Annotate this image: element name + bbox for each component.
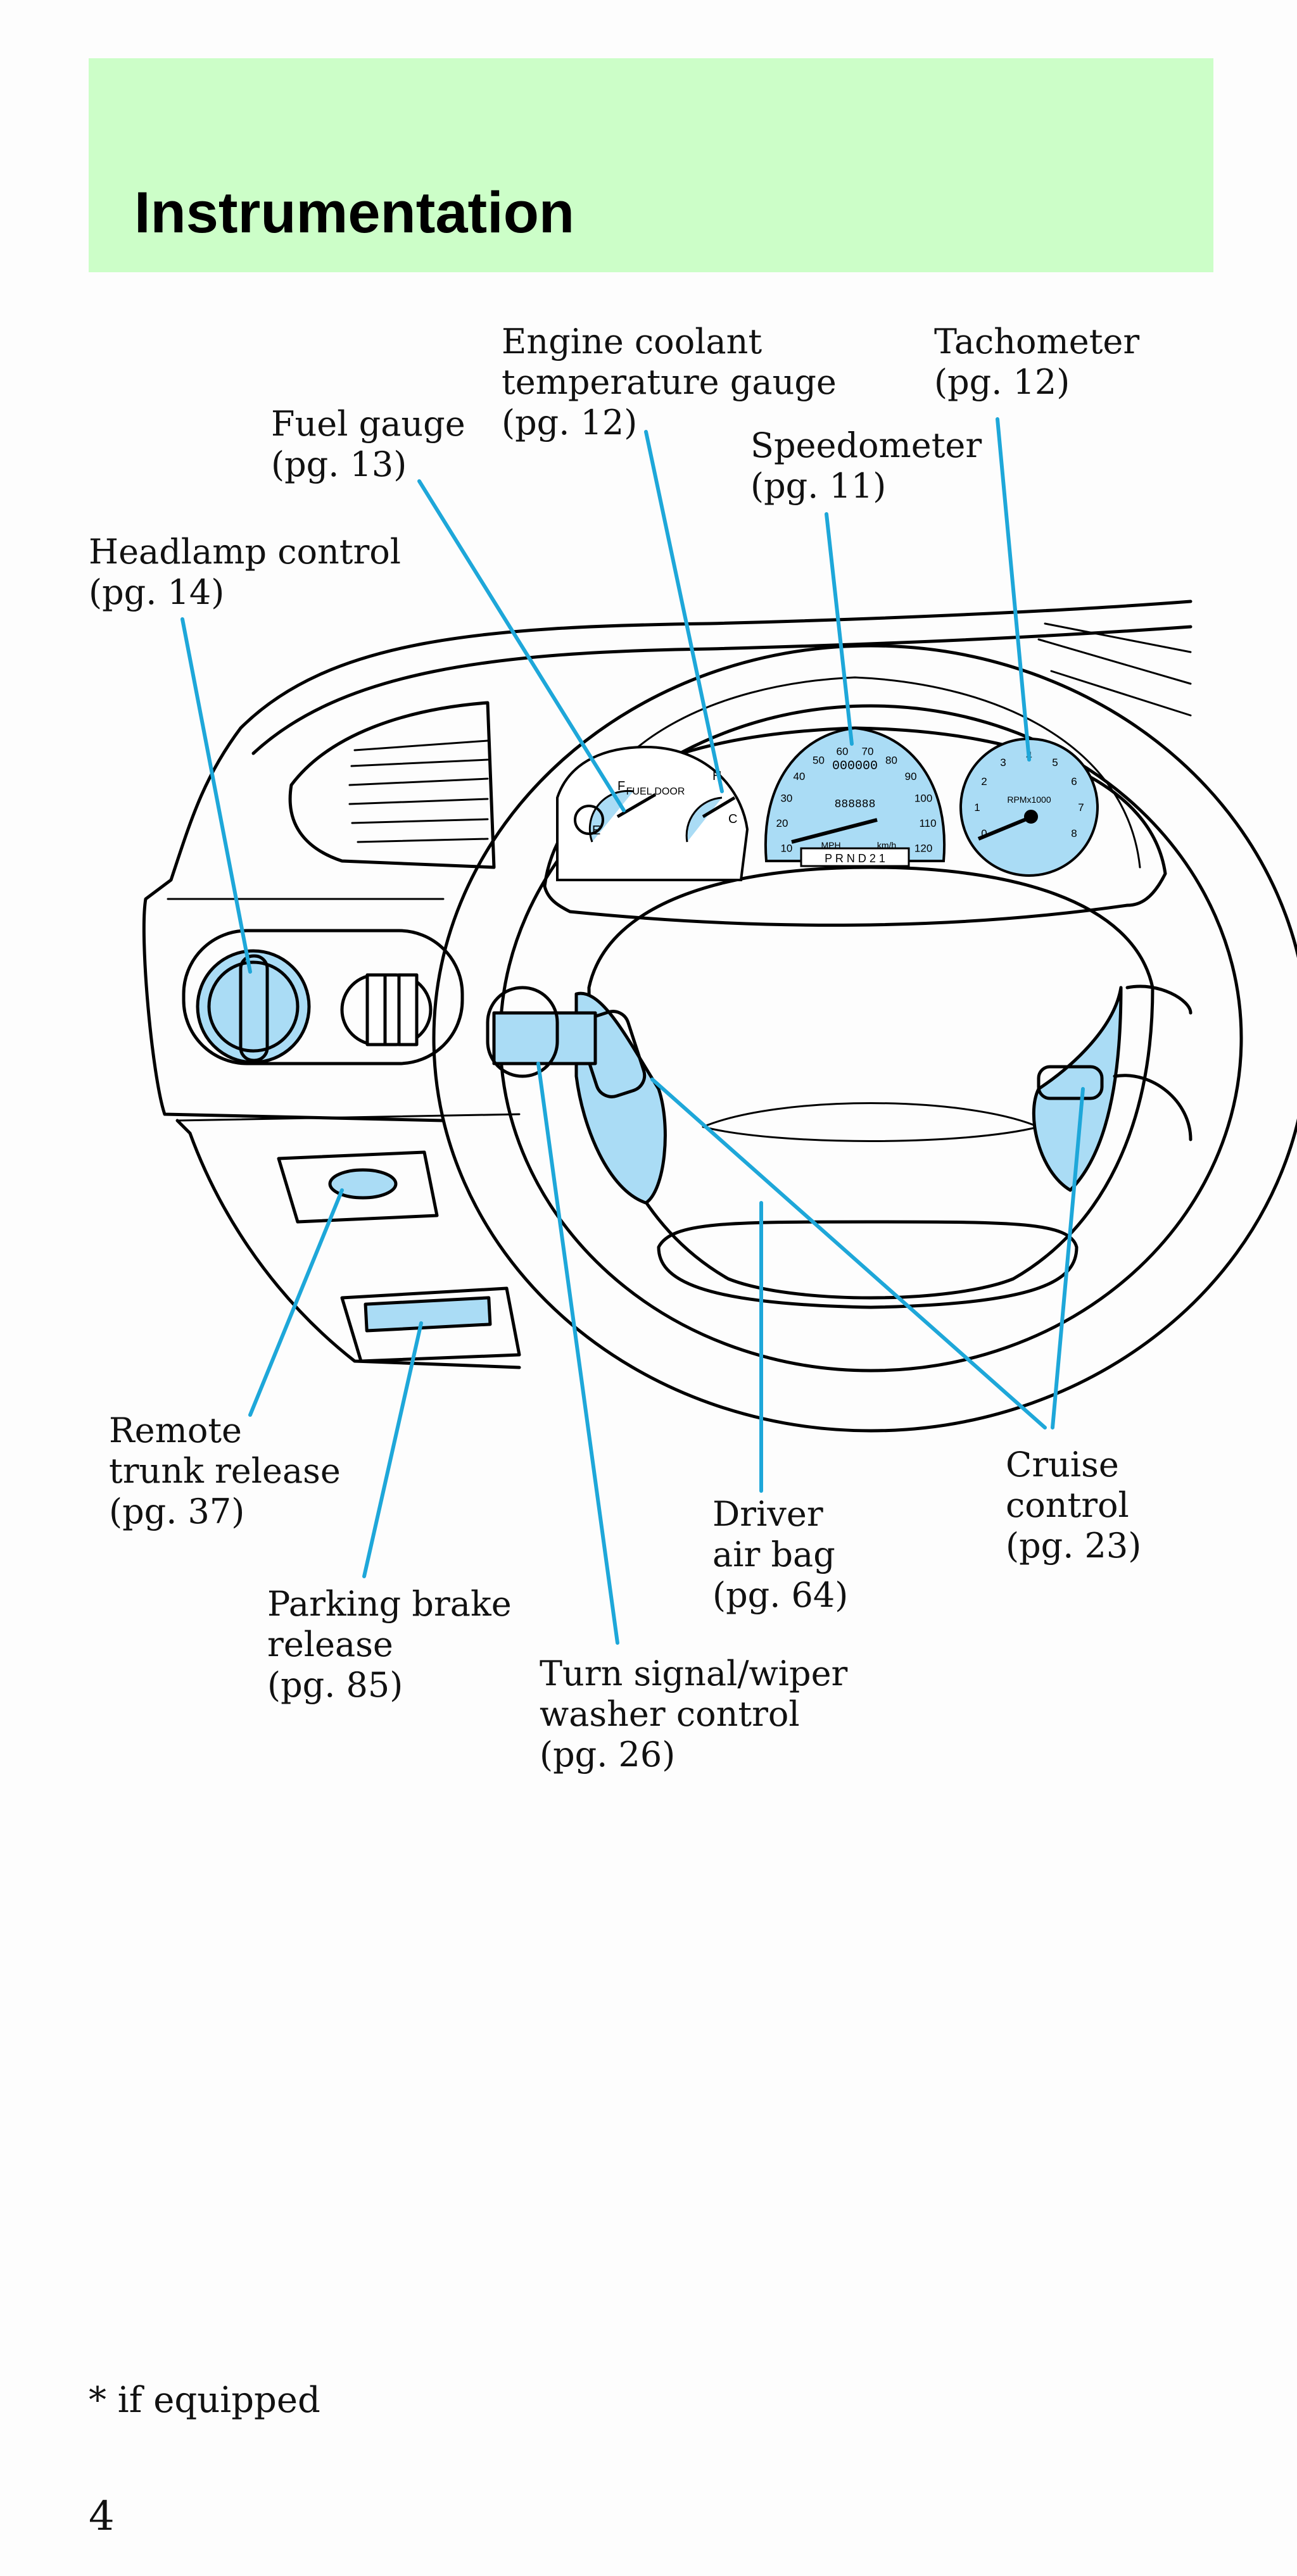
tachometer-label: RPMx1000 — [1007, 795, 1051, 805]
callout-line-cruise-left — [650, 1078, 1047, 1429]
tick-label: 60 — [837, 746, 849, 758]
callout-fuel-gauge-line1: Fuel gauge — [271, 404, 465, 444]
page-number: 4 — [89, 2493, 115, 2540]
callout-remote-trunk-line2: trunk release — [109, 1451, 341, 1491]
steering-wheel-rim-outer — [432, 644, 1297, 1433]
callout-tachometer-page: (pg. 12) — [934, 362, 1070, 402]
callout-headlamp-line1: Headlamp control — [89, 532, 402, 572]
callout-parking-brake: Parking brake release (pg. 85) — [267, 1584, 512, 1706]
tick-label: 2 — [981, 776, 987, 788]
callout-cruise-control: Cruise control (pg. 23) — [1006, 1445, 1141, 1566]
callout-engine-coolant: Engine coolant temperature gauge (pg. 12… — [502, 322, 837, 443]
callout-tachometer-line1: Tachometer — [934, 322, 1140, 361]
steering-wheel-hub — [587, 865, 1155, 1300]
callout-line-fuel-gauge — [417, 479, 626, 812]
tick-label: 1 — [974, 801, 980, 814]
tick-label: 20 — [776, 817, 788, 829]
tick-label: 100 — [914, 793, 932, 805]
fuel-temp-gauge — [556, 745, 749, 881]
fuel-empty-mark: E — [592, 824, 600, 838]
callout-driver-airbag: Driver air bag (pg. 64) — [712, 1494, 848, 1616]
parking-brake-pod — [340, 1286, 521, 1363]
tick-label: 80 — [885, 754, 897, 766]
tick-label: 90 — [905, 770, 917, 782]
fuel-door-label: FUEL DOOR — [626, 786, 685, 797]
callout-cruise-control-page: (pg. 23) — [1006, 1526, 1142, 1566]
callout-engine-coolant-line1: Engine coolant — [502, 322, 762, 361]
tick-label: 8 — [1071, 827, 1077, 839]
gear-selector-indicator: P R N D 2 1 — [825, 852, 885, 865]
callout-line-turn-signal — [536, 1062, 619, 1645]
dashboard-left-panel — [142, 726, 445, 1122]
callout-fuel-gauge: Fuel gauge (pg. 13) — [271, 404, 465, 485]
callout-headlamp: Headlamp control (pg. 14) — [89, 532, 401, 613]
callout-driver-airbag-page: (pg. 64) — [712, 1575, 849, 1615]
temp-cold-mark: C — [728, 812, 737, 826]
dashboard-top-outline — [239, 600, 1193, 730]
tick-label: 10 — [780, 842, 792, 854]
callout-engine-coolant-line2: temperature gauge — [502, 362, 837, 402]
callout-remote-trunk: Remote trunk release (pg. 37) — [109, 1411, 341, 1532]
tick-label: 30 — [780, 793, 792, 805]
tick-label: 5 — [1052, 757, 1058, 769]
callout-speedometer-page: (pg. 11) — [750, 466, 887, 506]
callout-turn-signal-line2: washer control — [540, 1694, 800, 1734]
section-header-band: Instrumentation — [89, 58, 1213, 272]
lower-dashboard — [175, 1119, 521, 1369]
callout-line-speedometer — [825, 512, 854, 746]
trunk-release-pod — [277, 1150, 439, 1224]
callout-engine-coolant-page: (pg. 12) — [502, 403, 638, 443]
speedometer-units-kmh: km/h — [877, 840, 896, 850]
callout-turn-signal: Turn signal/wiper washer control (pg. 26… — [540, 1654, 847, 1775]
tick-label: 7 — [1078, 801, 1084, 814]
callout-parking-brake-line1: Parking brake — [267, 1584, 512, 1624]
callout-parking-brake-line2: release — [267, 1624, 393, 1664]
footnote: * if equipped — [89, 2380, 320, 2421]
callout-cruise-control-line1: Cruise — [1006, 1445, 1119, 1485]
callout-turn-signal-line1: Turn signal/wiper — [540, 1654, 848, 1693]
tick-label: 70 — [862, 746, 874, 758]
callout-tachometer: Tachometer (pg. 12) — [934, 322, 1139, 403]
left-air-vent — [288, 701, 496, 869]
callout-driver-airbag-line2: air bag — [712, 1535, 835, 1574]
callout-speedometer-line1: Speedometer — [750, 425, 982, 465]
speedometer-odometer: 000000 — [832, 759, 878, 774]
tick-label: 120 — [914, 842, 932, 854]
callout-driver-airbag-line1: Driver — [712, 1494, 823, 1534]
turn-signal-stalk — [492, 1011, 597, 1065]
cruise-control-right-pad — [1032, 986, 1123, 1192]
callout-turn-signal-page: (pg. 26) — [540, 1735, 676, 1775]
callout-headlamp-page: (pg. 14) — [89, 572, 225, 612]
tick-label: 50 — [813, 754, 825, 766]
callout-remote-trunk-line1: Remote — [109, 1411, 242, 1450]
callout-cruise-control-line2: control — [1006, 1485, 1129, 1525]
callout-line-headlamp — [180, 617, 252, 974]
callout-line-parking-brake — [362, 1321, 423, 1578]
tick-label: 3 — [1000, 757, 1006, 769]
callout-line-remote-trunk — [248, 1188, 344, 1417]
callout-fuel-gauge-page: (pg. 13) — [271, 444, 407, 484]
airbag-cover-lower — [657, 1220, 1079, 1309]
tick-label: 40 — [793, 770, 805, 782]
tick-label: 6 — [1071, 776, 1077, 788]
tick-label: 110 — [919, 817, 936, 829]
callout-line-cruise-right — [1051, 1087, 1085, 1429]
callout-parking-brake-page: (pg. 85) — [267, 1665, 403, 1705]
tick-label: 0 — [981, 827, 987, 839]
callout-speedometer: Speedometer (pg. 11) — [750, 425, 982, 506]
headlamp-control-housing — [182, 929, 464, 1065]
cruise-control-left-pad — [574, 991, 667, 1205]
callout-line-tachometer — [996, 417, 1031, 762]
callout-line-engine-coolant — [644, 430, 724, 793]
speedometer-trip: 888888 — [835, 798, 876, 811]
callout-remote-trunk-page: (pg. 37) — [109, 1492, 245, 1531]
speedometer-units-mph: MPH — [821, 840, 840, 850]
instrument-cluster-shroud — [543, 726, 1167, 927]
section-title: Instrumentation — [134, 180, 575, 245]
fuel-full-mark: F — [617, 779, 625, 793]
speedometer-dial — [764, 726, 946, 867]
tachometer-dial — [959, 738, 1099, 877]
